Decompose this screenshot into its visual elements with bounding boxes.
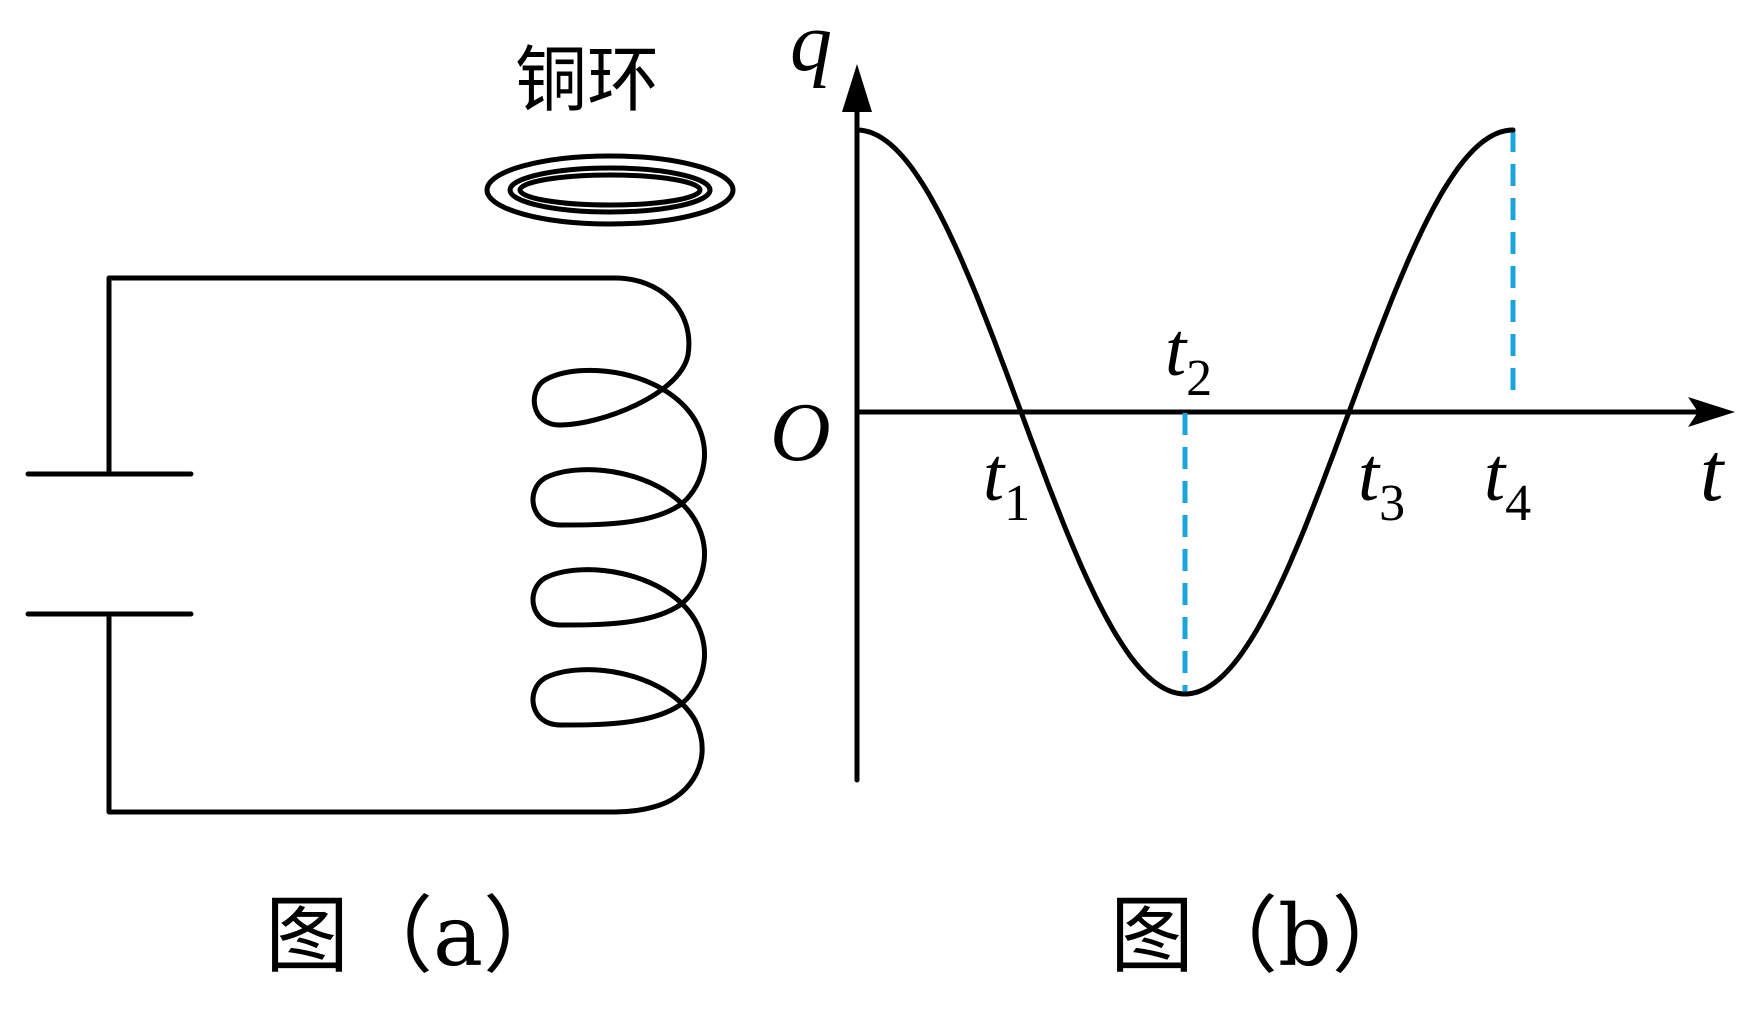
t1-sub: 1	[1004, 475, 1030, 532]
caption-a: 图（a）	[265, 887, 567, 985]
top-wire	[106, 275, 618, 475]
caption-b: 图（b）	[1110, 887, 1416, 985]
y-axis-arrowhead	[842, 64, 872, 112]
tick-label-t2: t2	[1165, 308, 1212, 407]
y-axis-label: q	[790, 0, 832, 89]
x-axis-arrowhead	[1688, 397, 1735, 427]
inductor-coil	[530, 275, 707, 815]
x-axis-label: t	[1700, 426, 1726, 519]
tick-label-t4: t4	[1484, 433, 1531, 532]
t2-main: t	[1165, 308, 1188, 392]
bottom-wire	[106, 611, 618, 815]
q-t-graph: q t O t1 t2 t3 t4 图（b）	[770, 0, 1735, 985]
origin-label: O	[770, 386, 831, 479]
charge-curve	[854, 127, 1516, 697]
t3-main: t	[1358, 433, 1381, 517]
t4-main: t	[1484, 433, 1507, 517]
t2-sub: 2	[1186, 350, 1212, 407]
tick-label-t3: t3	[1358, 433, 1405, 532]
t3-sub: 3	[1379, 475, 1405, 532]
copper-ring	[484, 153, 736, 227]
circuit-diagram: 铜环 图（a）	[25, 38, 736, 985]
t4-sub: 4	[1505, 475, 1531, 532]
t1-main: t	[983, 433, 1006, 517]
tick-label-t1: t1	[983, 433, 1030, 532]
copper-ring-label: 铜环	[515, 38, 659, 122]
